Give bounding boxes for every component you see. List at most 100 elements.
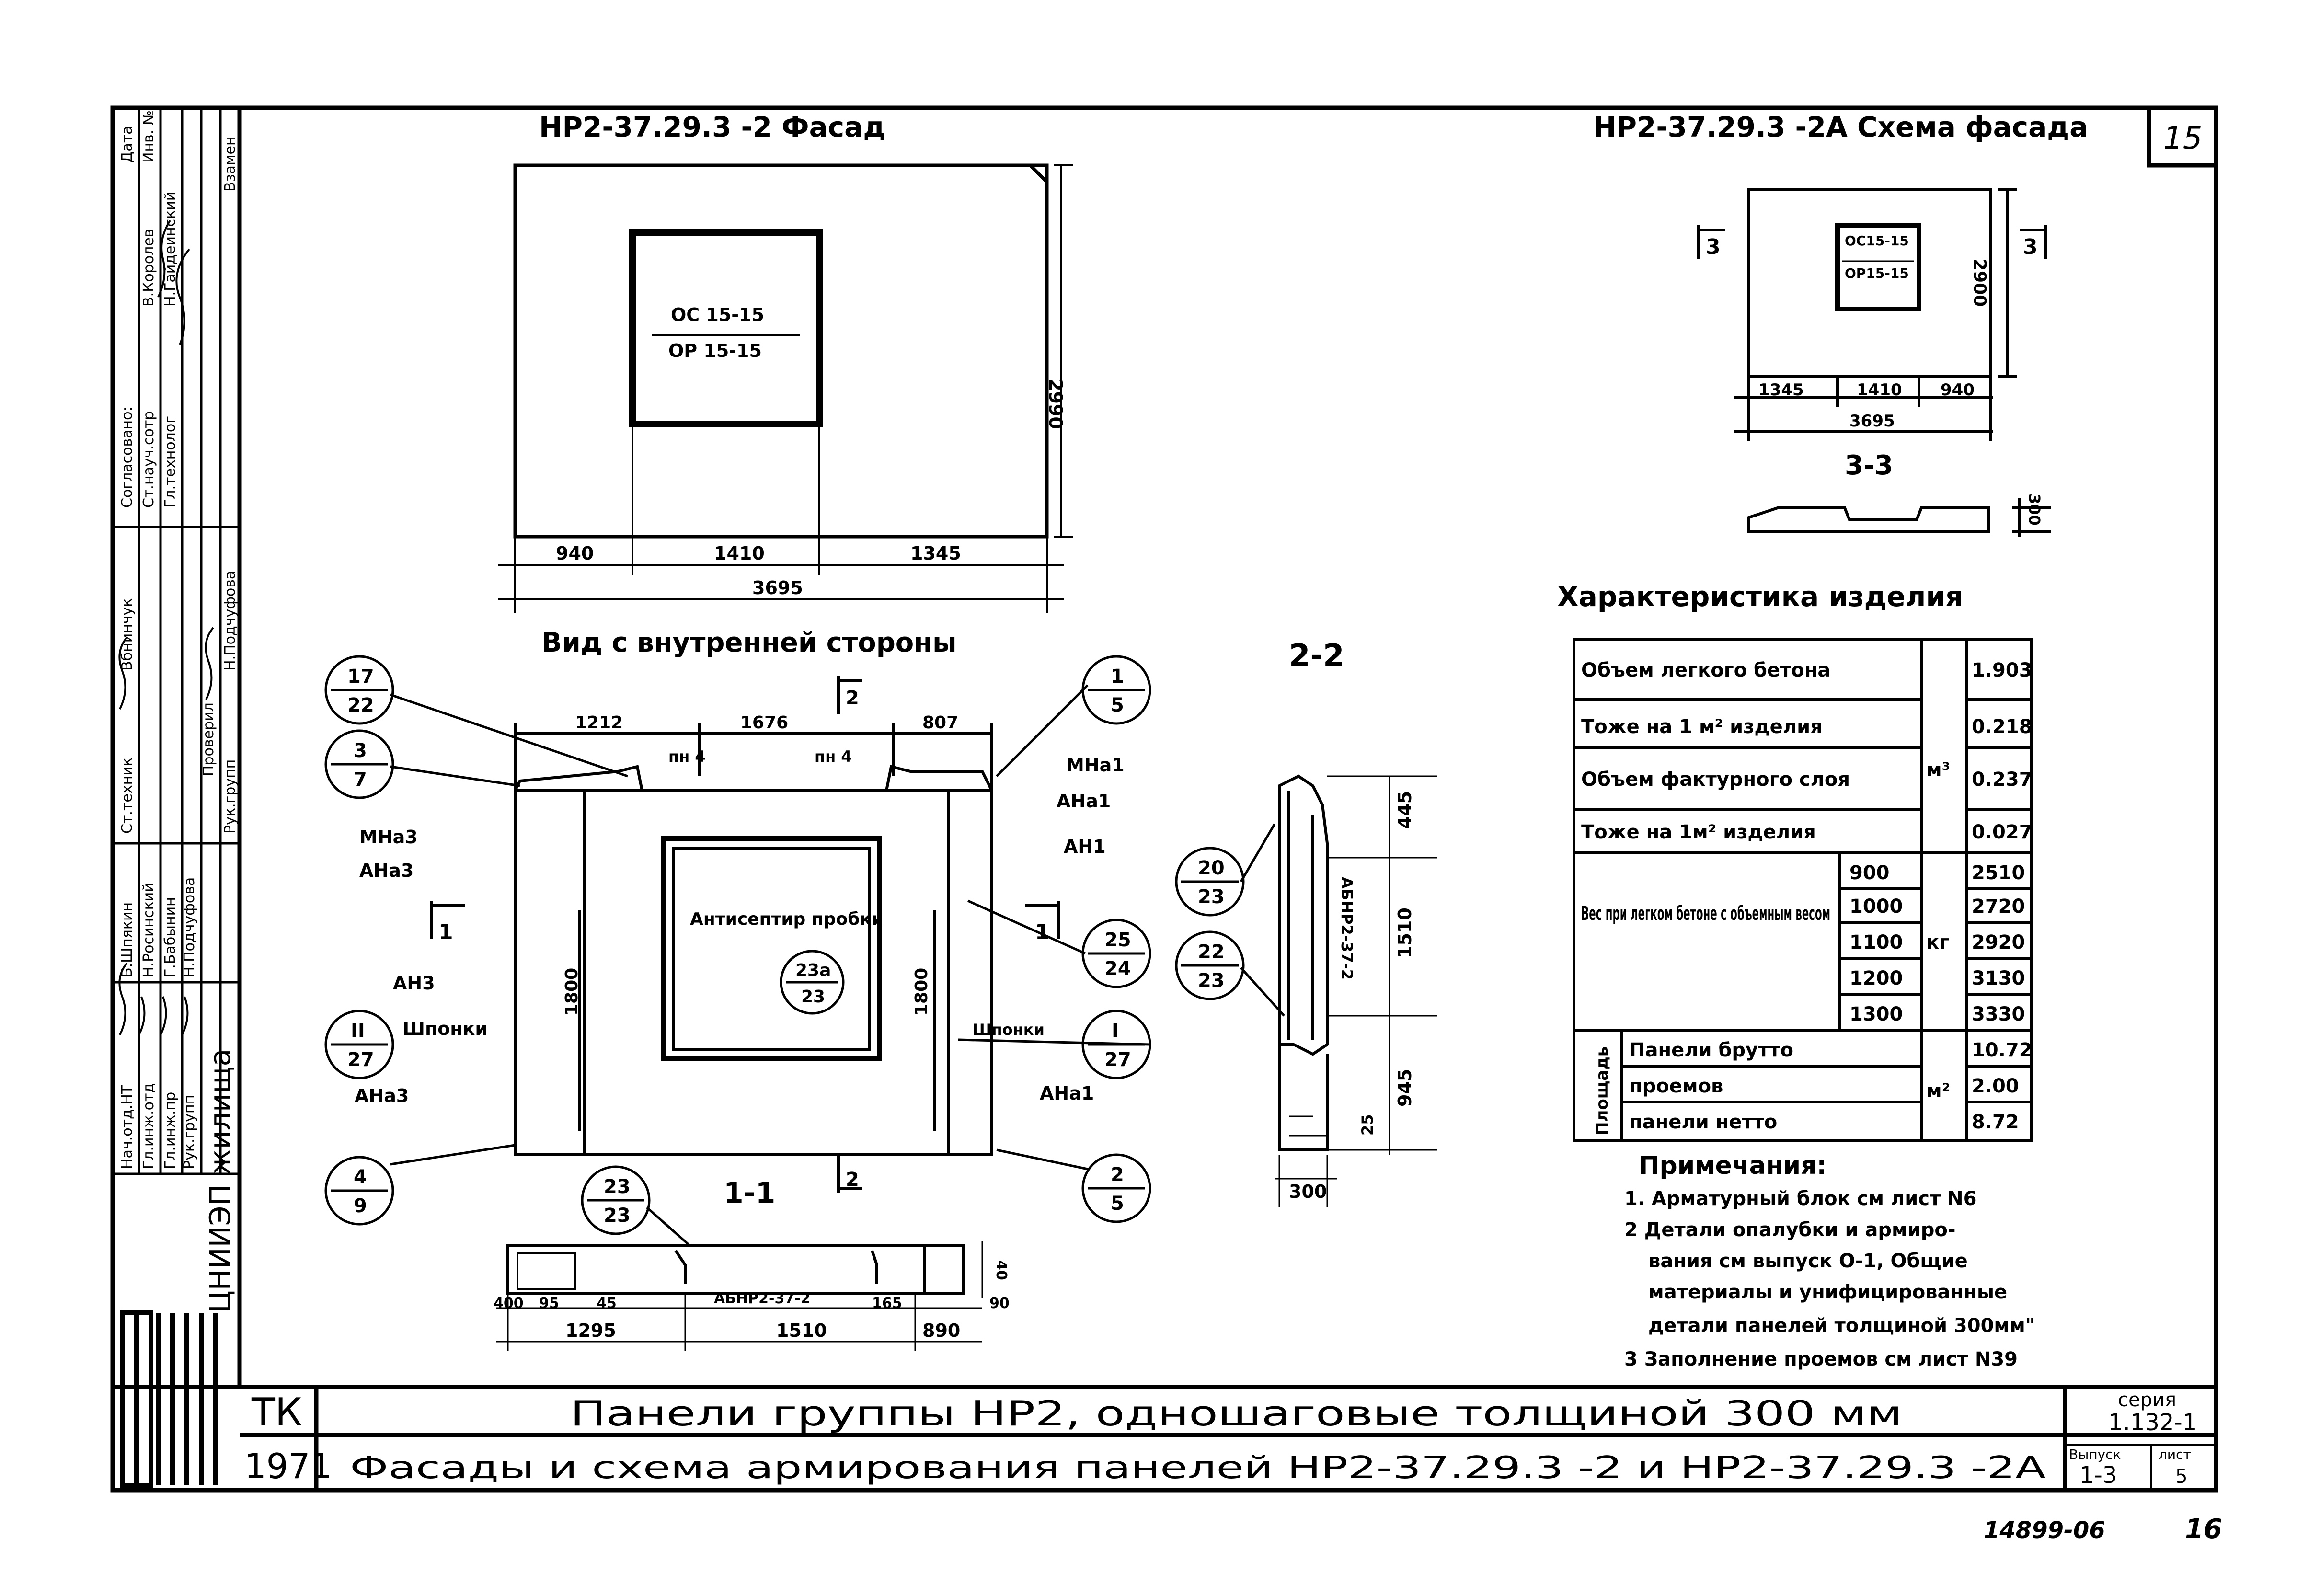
section-11-dim-95: 95 (539, 1295, 559, 1312)
scheme-window-label-bottom: ОР15-15 (1845, 265, 1909, 281)
stamp-agreed-name-2: Н.Гайдеинский (162, 192, 179, 307)
char-density-1: 900 (1849, 862, 1890, 884)
char-weight-label: Вес при легком бетоне с объемным весом (1581, 903, 1830, 925)
section-22-dim-4: 25 (1358, 1114, 1377, 1136)
characteristics-title: Характеристика изделия (1557, 580, 1963, 613)
stamp-staff-name-2: Н.Росинский (140, 883, 157, 977)
facade-window-label-top: ОС 15-15 (671, 304, 764, 325)
label-ana3-top: АНа3 (359, 860, 413, 881)
callout-2-bottom: 7 (354, 769, 367, 791)
section-11-title: 1-1 (724, 1176, 775, 1210)
char-unit-weight: кг (1926, 931, 1949, 953)
stamp-staff-role-1: Ст.техник (119, 758, 136, 834)
char-area-2-label: проемов (1629, 1075, 1723, 1097)
stamp-inv-header: Инв. № (140, 110, 157, 163)
label-ana3-bottom: АНа3 (355, 1085, 409, 1106)
char-row-3-value: 0.237 (1972, 769, 2033, 791)
notes: Примечания: 1. Арматурный блок см лист N… (1624, 1151, 2035, 1370)
facade-dim-2: 1410 (714, 543, 765, 564)
facade-dims (498, 164, 1073, 613)
title-block-tk: ТК (251, 1390, 302, 1435)
series-label: серия (2118, 1389, 2176, 1411)
note-line-4: материалы и унифицированные (1648, 1281, 2007, 1303)
callout-2-top: 3 (354, 740, 367, 762)
label-mna1: МНа1 (1066, 755, 1125, 776)
char-density-3: 1100 (1849, 931, 1903, 953)
section-11-drawing (496, 1241, 983, 1351)
callout-10-bottom: 23 (604, 1205, 631, 1227)
scheme-dim-1: 1345 (1758, 380, 1804, 400)
sheet-label: лист (2159, 1447, 2191, 1462)
callout-1-bottom: 22 (347, 694, 374, 716)
stamp-staff-name-3: Г.Бабынин (162, 897, 179, 977)
archive-number: 14899-06 (1984, 1517, 2105, 1544)
note-line-6: 3 Заполнение проемов см лист N39 (1624, 1348, 2018, 1370)
stamp-agreed-name-1: В.Королев (140, 229, 157, 307)
callout-3-bottom: 27 (347, 1049, 374, 1071)
page-mark: 16 (2185, 1514, 2222, 1545)
section-11-dim-165: 165 (872, 1295, 902, 1312)
title-line-1: Панели группы НР2, одношаговые толщиной … (570, 1393, 1902, 1434)
section-11-dim-45: 45 (597, 1295, 617, 1312)
sheet-number-box (2147, 105, 2218, 168)
inner-view-title: Вид с внутренней стороны (541, 627, 957, 658)
label-pn-right: пн 4 (815, 747, 852, 766)
label-pn-left: пн 4 (668, 747, 706, 766)
callout-12-bottom: 23 (1198, 970, 1225, 992)
callout-7-top: I (1112, 1020, 1119, 1042)
callout-11-bottom: 23 (1198, 886, 1225, 908)
callout-9-bottom: 23 (801, 987, 825, 1007)
sheet-number: 15 (2163, 121, 2202, 156)
series-box (2065, 1444, 2216, 1490)
scheme-title: НР2-37.29.3 -2А Схема фасада (1593, 111, 2088, 143)
char-weight-5: 3330 (1972, 1003, 2025, 1025)
char-weight-4: 3130 (1972, 967, 2025, 989)
char-area-group-label: Площадь (1593, 1046, 1612, 1136)
inner-section-mark-top: 2 (846, 687, 859, 709)
signatures (118, 219, 214, 1035)
stamp-staff-role-2: Нач.отд.НТ (119, 1085, 136, 1169)
scheme-section-mark-left: 3 (1706, 235, 1721, 259)
stamp-check-role: Рук.групп (222, 759, 239, 834)
char-area-1-label: Панели брутто (1629, 1039, 1793, 1061)
label-an3: АН3 (393, 973, 435, 994)
institute-name: ЦНИИЭП жилища (204, 1049, 237, 1313)
label-antiseptic: Антисептир пробки (690, 909, 884, 929)
section-22-dim-3: 945 (1394, 1069, 1415, 1107)
section-11-dim-1: 1295 (565, 1320, 616, 1341)
series-value: 1.132-1 (2108, 1409, 2197, 1436)
callout-circles (324, 655, 1285, 1247)
char-density-5: 1300 (1849, 1003, 1903, 1025)
stamp-agreed-header: Согласовано: (119, 406, 136, 508)
inner-dim-top-1: 1212 (575, 713, 623, 733)
char-weight-1: 2510 (1972, 862, 2025, 884)
callout-texts: 17 22 3 7 II 27 4 9 1 5 25 24 I 27 2 5 2… (347, 666, 1225, 1227)
callout-8-top: 2 (1111, 1164, 1124, 1186)
scheme-section-title: 3-3 (1845, 450, 1893, 481)
stamp-agreed-role-2: Гл.технолог (162, 416, 179, 508)
notes-title: Примечания: (1639, 1151, 1826, 1180)
title-block-year: 1971 (244, 1446, 332, 1486)
char-area-3-value: 8.72 (1972, 1111, 2019, 1133)
inner-dim-top-3: 807 (922, 713, 958, 733)
section-22-drawing (1275, 774, 1437, 1207)
section-11-dim-90: 90 (989, 1295, 1010, 1312)
stamp-staff-role-3: Гл.инж.отд (140, 1083, 157, 1169)
char-row-2-value: 0.218 (1972, 716, 2033, 738)
side-stamp-texts: Согласовано: Дата Инв. № Взамен В.Короле… (119, 110, 239, 1169)
callout-6-bottom: 24 (1104, 958, 1131, 980)
characteristics-table (1573, 638, 2033, 1142)
section-22-width-dim: 300 (1289, 1181, 1327, 1202)
callout-9-top: 23а (795, 961, 831, 980)
callout-8-bottom: 5 (1111, 1193, 1124, 1215)
inner-right-height: 1800 (912, 968, 931, 1016)
facade-height-dim: 2990 (1045, 379, 1066, 429)
facade-dim-3: 1345 (910, 543, 961, 564)
char-unit-area: м² (1926, 1080, 1950, 1102)
stamp-check-name: Н.Подчуфова (222, 571, 239, 671)
stamp-date-header: Дата (119, 126, 136, 163)
callout-4-top: 4 (354, 1166, 367, 1188)
section-22-block-label: АБНР2-37-2 (1338, 877, 1356, 980)
section-11-dim-3: 890 (922, 1320, 960, 1341)
facade-title: НР2-37.29.3 -2 Фасад (539, 111, 885, 143)
